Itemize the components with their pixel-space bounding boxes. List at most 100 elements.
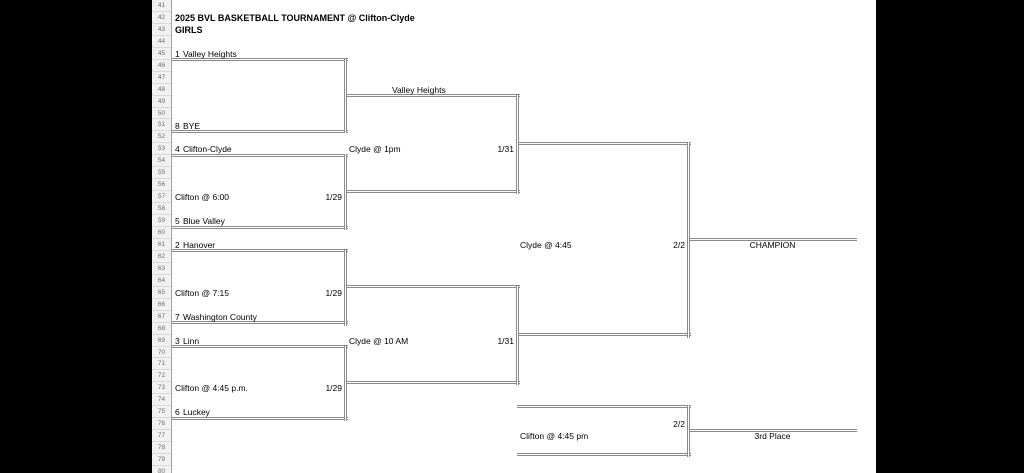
seed-number: 5 <box>175 216 180 227</box>
game-label: Clifton @ 7:15 <box>175 287 229 298</box>
row-header-cell[interactable]: 47 <box>152 72 171 84</box>
row-header-cell[interactable]: 49 <box>152 96 171 108</box>
game-cell-quarterfinal-3[interactable]: Clifton @ 7:15 1/29 <box>175 287 342 299</box>
third-place-placeholder-cell[interactable]: 3rd Place <box>754 431 791 442</box>
row-header-cell[interactable]: 45 <box>152 48 171 60</box>
team-name: Hanover <box>183 240 216 250</box>
game-cell-championship[interactable]: Clyde @ 4:45 2/2 <box>520 239 685 251</box>
seed-number: 7 <box>175 311 180 322</box>
bracket-line-horizontal <box>345 380 520 384</box>
game-cell-quarterfinal-4[interactable]: Clifton @ 4:45 p.m. 1/29 <box>175 382 342 394</box>
team-name: Blue Valley <box>183 216 225 227</box>
seed-number: 6 <box>175 407 180 418</box>
row-header-cell[interactable]: 68 <box>152 323 171 335</box>
seed-number: 2 <box>175 240 180 250</box>
bracket-line-horizontal <box>172 321 348 325</box>
row-header-cell[interactable]: 60 <box>152 227 171 239</box>
bracket-line-horizontal <box>172 129 348 133</box>
bracket-line-horizontal <box>517 452 691 456</box>
row-header-cell[interactable]: 65 <box>152 287 171 299</box>
game-date-third-place[interactable]: 2/2 <box>673 419 685 430</box>
row-header-cell[interactable]: 57 <box>152 191 171 204</box>
row-header-cell[interactable]: 50 <box>152 108 171 120</box>
bracket-line-horizontal <box>172 225 348 229</box>
row-header-cell[interactable]: 56 <box>152 179 171 192</box>
row-header-cell[interactable]: 42 <box>152 12 171 24</box>
row-header-cell[interactable]: 48 <box>152 84 171 96</box>
row-header-cell[interactable]: 79 <box>152 454 171 467</box>
game-label: Clyde @ 4:45 <box>520 240 572 250</box>
game-label: Clyde @ 1pm <box>349 144 401 155</box>
game-cell-quarterfinal-2[interactable]: Clifton @ 6:00 1/29 <box>175 191 342 203</box>
row-header-cell[interactable]: 58 <box>152 203 171 216</box>
row-header-cell[interactable]: 61 <box>152 239 171 251</box>
row-header-cell[interactable]: 72 <box>152 370 171 383</box>
row-header-cell[interactable]: 71 <box>152 359 171 371</box>
team-name: Linn <box>183 335 200 346</box>
row-header-cell[interactable]: 73 <box>152 382 171 395</box>
row-header-cell[interactable]: 63 <box>152 263 171 275</box>
row-header-cell[interactable]: 55 <box>152 167 171 180</box>
game-label: Clyde @ 10 AM <box>349 335 409 346</box>
row-header-cell[interactable]: 77 <box>152 430 171 443</box>
game-date: 1/29 <box>325 287 342 298</box>
row-header-cell[interactable]: 46 <box>152 60 171 72</box>
row-header-cell[interactable]: 41 <box>152 0 171 12</box>
row-header-cell[interactable]: 62 <box>152 251 171 263</box>
team-name: Luckey <box>183 407 210 418</box>
row-header-cell[interactable]: 53 <box>152 143 171 156</box>
team-name: Clifton-Clyde <box>183 144 232 155</box>
row-header-cell[interactable]: 64 <box>152 275 171 287</box>
row-header-cell[interactable]: 43 <box>152 24 171 36</box>
row-header-cell[interactable]: 75 <box>152 406 171 419</box>
row-header-cell[interactable]: 66 <box>152 299 171 311</box>
game-date: 2/2 <box>673 240 685 250</box>
seed-number: 4 <box>175 144 180 155</box>
seed-number: 1 <box>175 48 180 59</box>
bracket-line-horizontal <box>345 94 520 98</box>
row-header-cell[interactable]: 78 <box>152 442 171 455</box>
row-header-cell[interactable]: 59 <box>152 215 171 228</box>
row-header-cell[interactable]: 67 <box>152 311 171 323</box>
bracket-line-vertical <box>686 142 690 338</box>
bracket-line-vertical <box>515 94 519 195</box>
row-header-cell[interactable]: 76 <box>152 418 171 431</box>
tournament-title[interactable]: 2025 BVL BASKETBALL TOURNAMENT @ Clifton… <box>175 12 415 23</box>
game-date: 1/29 <box>325 383 342 394</box>
row-header-cell[interactable]: 69 <box>152 335 171 347</box>
bracket-line-horizontal <box>172 345 348 349</box>
row-header-cell[interactable]: 54 <box>152 155 171 168</box>
row-header-cell[interactable]: 51 <box>152 120 171 132</box>
bracket-line-horizontal <box>688 428 857 432</box>
bracket-line-vertical <box>686 405 690 458</box>
division-label[interactable]: GIRLS <box>175 24 203 35</box>
team-name: BYE <box>183 120 201 131</box>
game-cell-semifinal-1[interactable]: Clyde @ 1pm 1/31 <box>349 143 514 155</box>
row-header-cell[interactable]: 70 <box>152 347 171 359</box>
row-header-cell[interactable]: 74 <box>152 394 171 407</box>
row-header-cell[interactable]: 80 <box>152 466 171 473</box>
bracket-line-horizontal <box>172 153 348 157</box>
game-label: Clifton @ 6:00 <box>175 192 229 203</box>
advancer-cell-semifinal-1[interactable]: Valley Heights <box>392 84 446 95</box>
game-cell-semifinal-2[interactable]: Clyde @ 10 AM 1/31 <box>349 335 514 347</box>
bracket-line-vertical <box>343 58 347 134</box>
game-cell-third-place[interactable]: Clifton @ 4:45 pm <box>520 431 589 442</box>
row-header-cell[interactable]: 44 <box>152 36 171 48</box>
team-name: Washington County <box>183 311 257 322</box>
row-header-cell[interactable]: 52 <box>152 131 171 144</box>
bracket-line-vertical <box>515 285 519 386</box>
champion-placeholder-cell[interactable]: CHAMPION <box>749 240 796 250</box>
team-name: Valley Heights <box>183 48 237 59</box>
bracket-line-vertical <box>343 154 347 231</box>
bracket-line-horizontal <box>517 333 691 337</box>
